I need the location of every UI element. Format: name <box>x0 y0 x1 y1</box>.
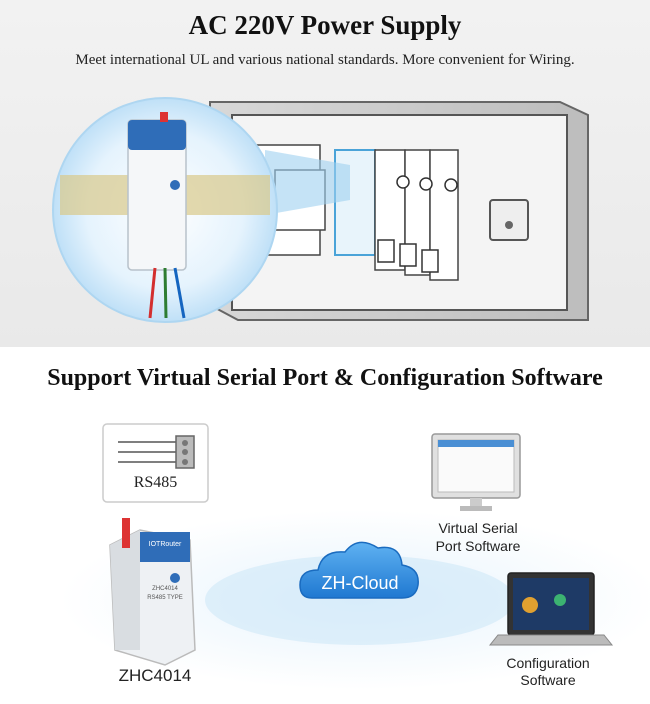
virtual-serial-line2: Port Software <box>435 538 521 554</box>
page-title: AC 220V Power Supply <box>188 10 462 40</box>
virtual-serial-line1: Virtual Serial <box>438 520 518 536</box>
device-label: ZHC4014 <box>118 666 192 685</box>
rs485-card <box>102 423 209 503</box>
configuration-label: Configuration Software <box>488 655 608 689</box>
cloud-icon <box>299 541 419 599</box>
section-title: Support Virtual Serial Port & Configurat… <box>47 365 603 391</box>
electrical-enclosure <box>209 101 589 321</box>
zoom-circle <box>52 97 278 323</box>
zhc4014-device <box>109 518 196 666</box>
page-subtitle: Meet international UL and various nation… <box>75 52 575 68</box>
device-model-text: ZHC4014 <box>152 586 178 592</box>
device-brand-text: IOTRouter <box>148 541 182 548</box>
rs485-label: RS485 <box>133 474 178 491</box>
configuration-line1: Configuration <box>506 655 590 671</box>
cloud-label: ZH-Cloud <box>321 573 399 593</box>
laptop-icon <box>488 572 614 646</box>
configuration-line2: Software <box>520 672 576 688</box>
virtual-serial-label: Virtual Serial Port Software <box>408 519 548 555</box>
monitor-icon <box>431 433 521 511</box>
device-spec-text: RS485 TYPE <box>147 595 183 601</box>
